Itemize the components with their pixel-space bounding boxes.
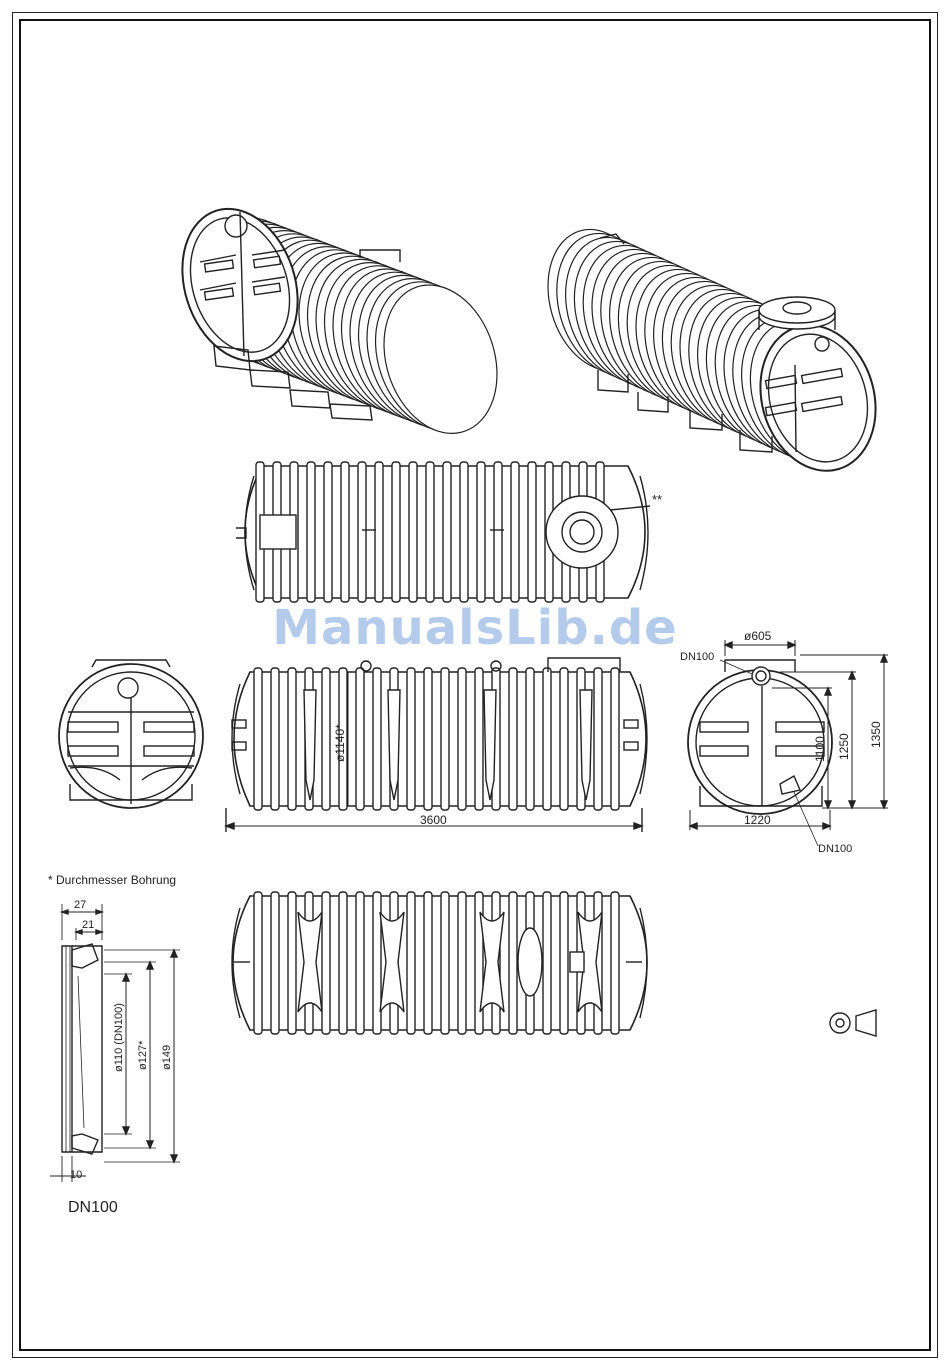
top-view-marker: ** (652, 492, 662, 507)
detail-note: * Durchmesser Bohrung (48, 873, 176, 887)
end-view-left (59, 660, 203, 808)
detail-caption: DN100 (68, 1199, 118, 1216)
end-view-right (688, 640, 888, 846)
detail-dim-10: 10 (70, 1169, 82, 1181)
bottom-view (232, 892, 647, 1034)
end-height-1350: 1350 (869, 721, 883, 748)
isometric-view-right (532, 217, 892, 485)
end-dn-bottom-label: DN100 (818, 843, 852, 855)
side-view (226, 658, 647, 832)
detail-dim-149: ø149 (161, 1045, 173, 1070)
end-height-1250: 1250 (837, 733, 851, 760)
detail-dim-110: ø110 (DN100) (113, 1003, 125, 1072)
isometric-view-left (164, 194, 516, 448)
watermark: ManualsLib.de (0, 600, 950, 656)
detail-dim-21: 21 (82, 919, 94, 931)
top-view (236, 462, 650, 602)
side-diameter-label: ø1140* (333, 724, 347, 762)
end-width-label: 1220 (744, 813, 771, 827)
side-length-label: 3600 (420, 813, 447, 827)
detail-dim-27: 27 (74, 899, 86, 911)
pipe-symbol (830, 1010, 876, 1036)
end-height-1100: 1100 (813, 736, 827, 762)
detail-dim-127: ø127* (137, 1040, 149, 1070)
